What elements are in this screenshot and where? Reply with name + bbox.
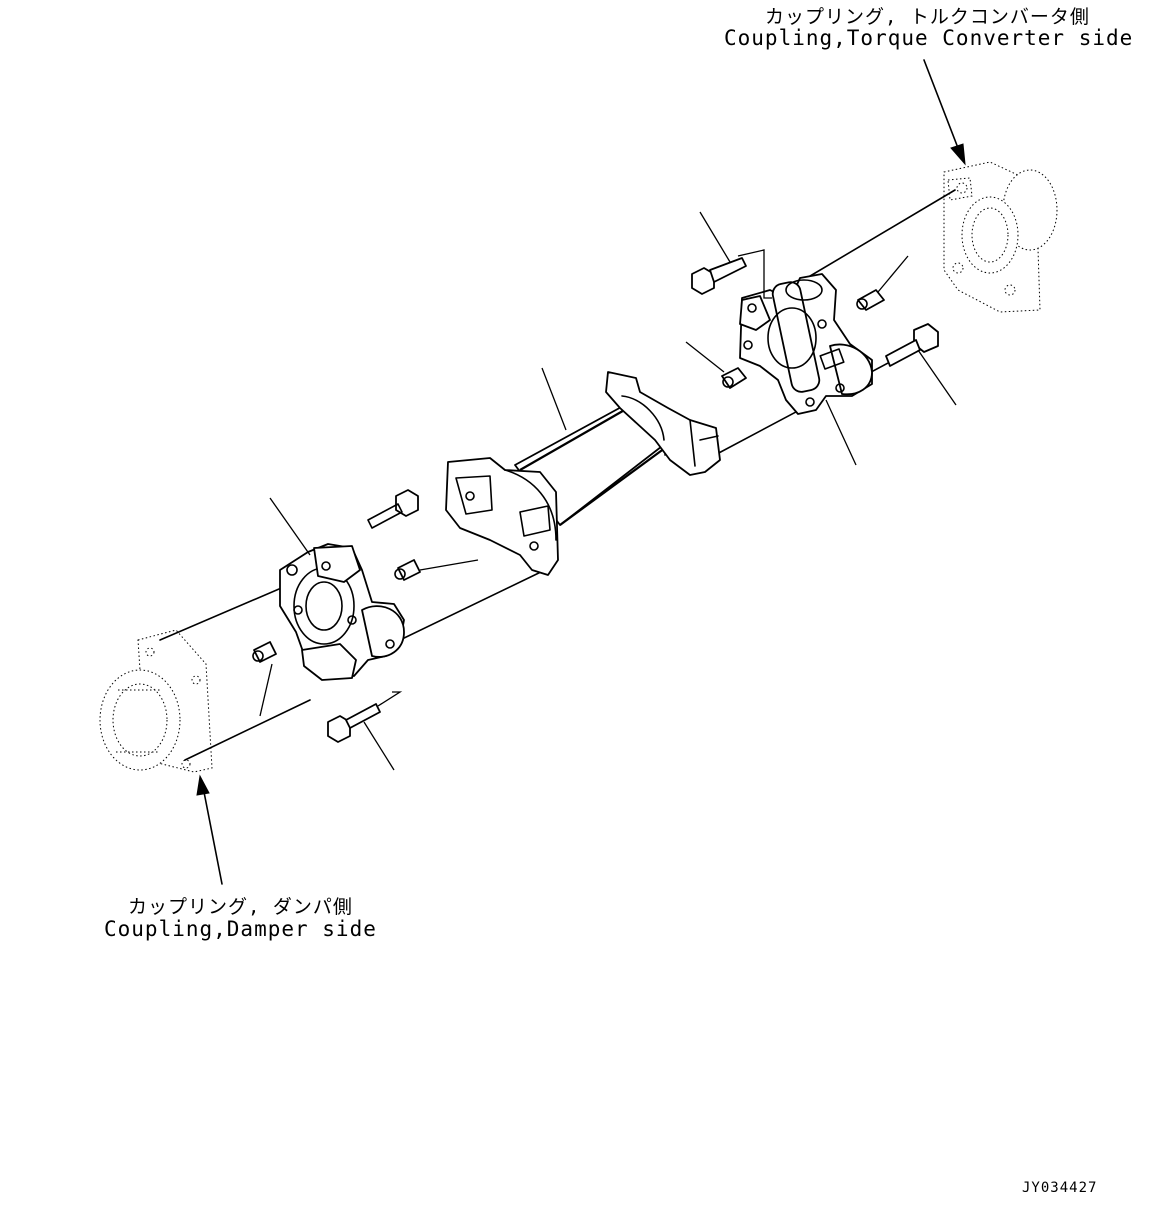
grease-fitting-1 (721, 367, 747, 389)
bolt-upper-left (367, 489, 419, 529)
leader-lines (259, 211, 957, 771)
drive-shaft-tube (445, 371, 721, 576)
bolt-right (885, 323, 939, 367)
universal-joint-right (739, 273, 873, 415)
arrow-to-torque-converter-side (923, 59, 966, 166)
bolt-lower-left (327, 703, 381, 743)
damper-side-label-en: Coupling,Damper side (104, 917, 377, 941)
drawing-code: JY034427 (1022, 1180, 1098, 1196)
torque-converter-side-label-en: Coupling,Torque Converter side (724, 26, 1134, 50)
torque-converter-side-label-jp: カップリング, トルクコンバータ側 (765, 6, 1090, 28)
grease-fitting-2 (856, 289, 885, 311)
grease-fitting-3 (394, 559, 421, 581)
coupling-torque-converter-side (943, 161, 1058, 313)
damper-side-label-jp: カップリング, ダンパ側 (128, 896, 353, 918)
grease-fitting-4 (252, 641, 277, 663)
bolt-upper-right (691, 257, 747, 295)
universal-joint-left (279, 543, 405, 681)
coupling-damper-side (99, 629, 213, 773)
arrow-to-damper-side (196, 774, 223, 885)
